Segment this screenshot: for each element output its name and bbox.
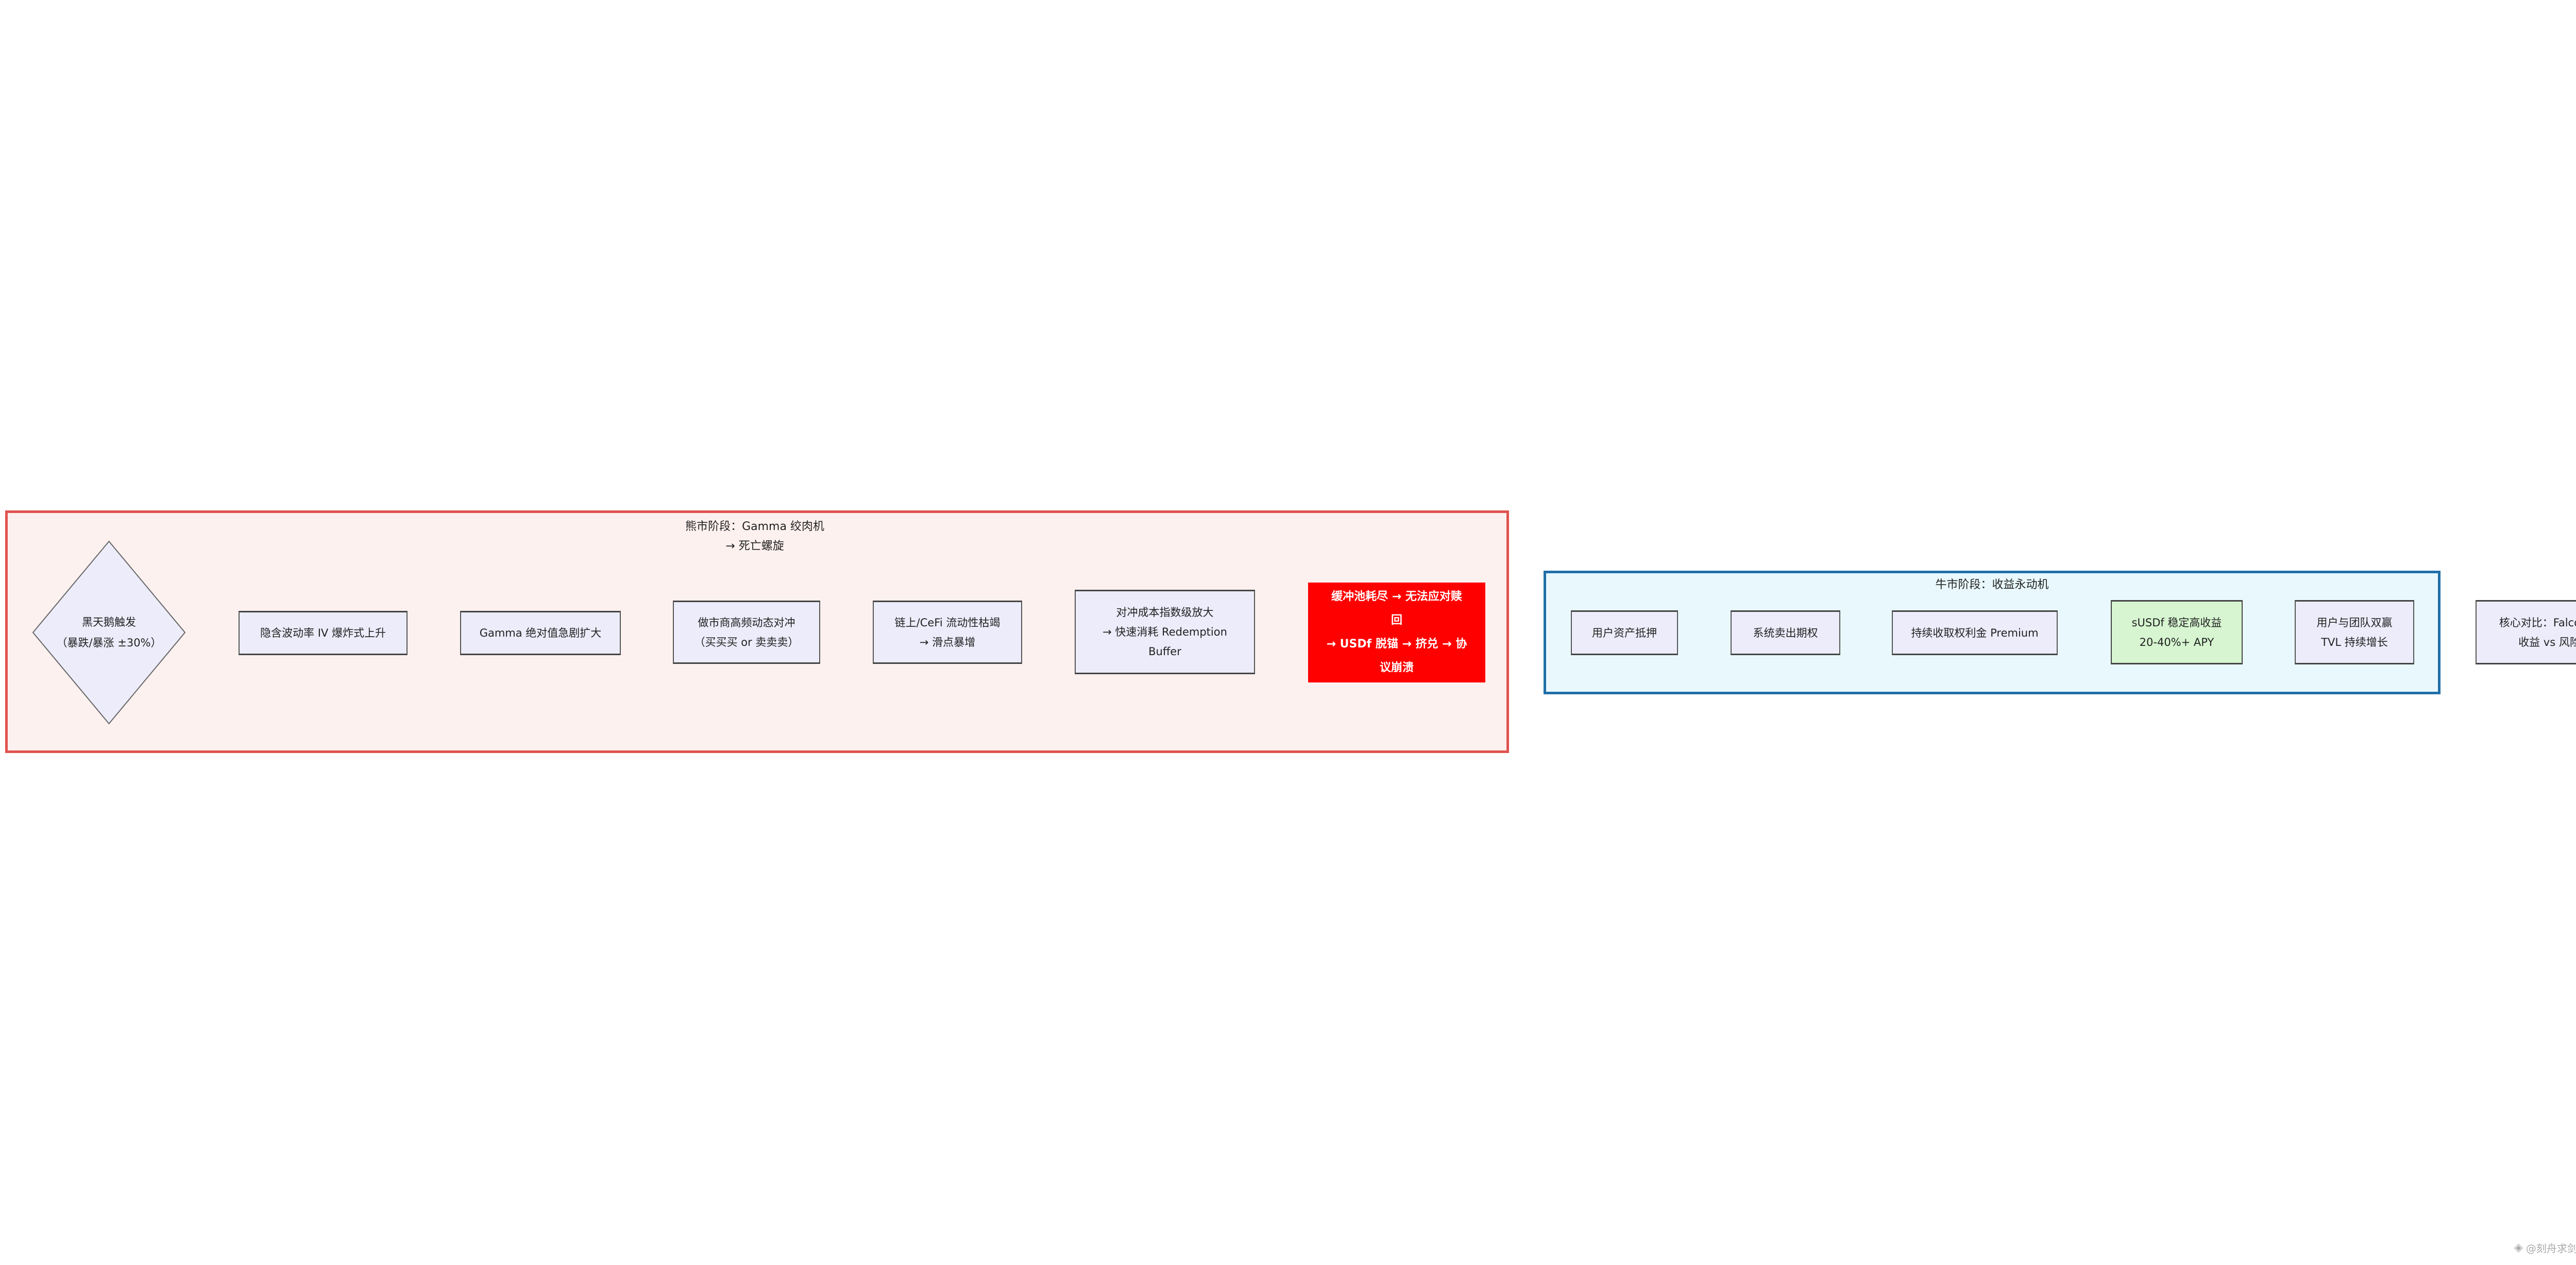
boom-step-tvl: 用户与团队双赢 TVL 持续增长 xyxy=(2295,600,2414,664)
crash-step-hedge-cost: 对冲成本指数级放大 → 快速消耗 Redemption Buffer xyxy=(1075,590,1255,674)
crash-step-liquidity: 链上/CeFi 流动性枯竭 → 滑点暴增 xyxy=(873,601,1022,664)
crash-step-collapse: 缓冲池耗尽 → 无法应对赎 回 → USDf 脱锚 → 挤兑 → 协 议崩溃 xyxy=(1308,583,1485,682)
crash-step-gamma: Gamma 绝对值急剧扩大 xyxy=(460,611,621,655)
watermark: ◈ @刻舟求剑-永恒牛市 xyxy=(2514,1241,2576,1255)
crash-step-hedging: 做市商高频动态对冲 （买买买 or 卖卖卖） xyxy=(673,601,820,664)
boom-step-collateral: 用户资产抵押 xyxy=(1571,610,1678,655)
binance-logo-icon: ◈ xyxy=(2514,1241,2523,1254)
boom-step-yield: sUSDf 稳定高收益 20-40%+ APY xyxy=(2111,600,2243,664)
boom-phase-title: 牛市阶段：收益永动机 xyxy=(1935,578,2049,591)
crash-phase-title: 熊市阶段：Gamma 绞肉机 → 死亡螺旋 xyxy=(685,520,824,553)
comparison-note-node: 核心对比：Falcon Finance 收益 vs 风险的镜像 xyxy=(2476,600,2576,664)
trigger-decision-node: 黑天鹅触发 （暴跌/暴涨 ±30%） xyxy=(32,540,186,725)
boom-step-premium: 持续收取权利金 Premium xyxy=(1892,610,2058,655)
boom-step-sell-options: 系统卖出期权 xyxy=(1731,610,1840,655)
crash-step-iv: 隐含波动率 IV 爆炸式上升 xyxy=(239,611,408,655)
